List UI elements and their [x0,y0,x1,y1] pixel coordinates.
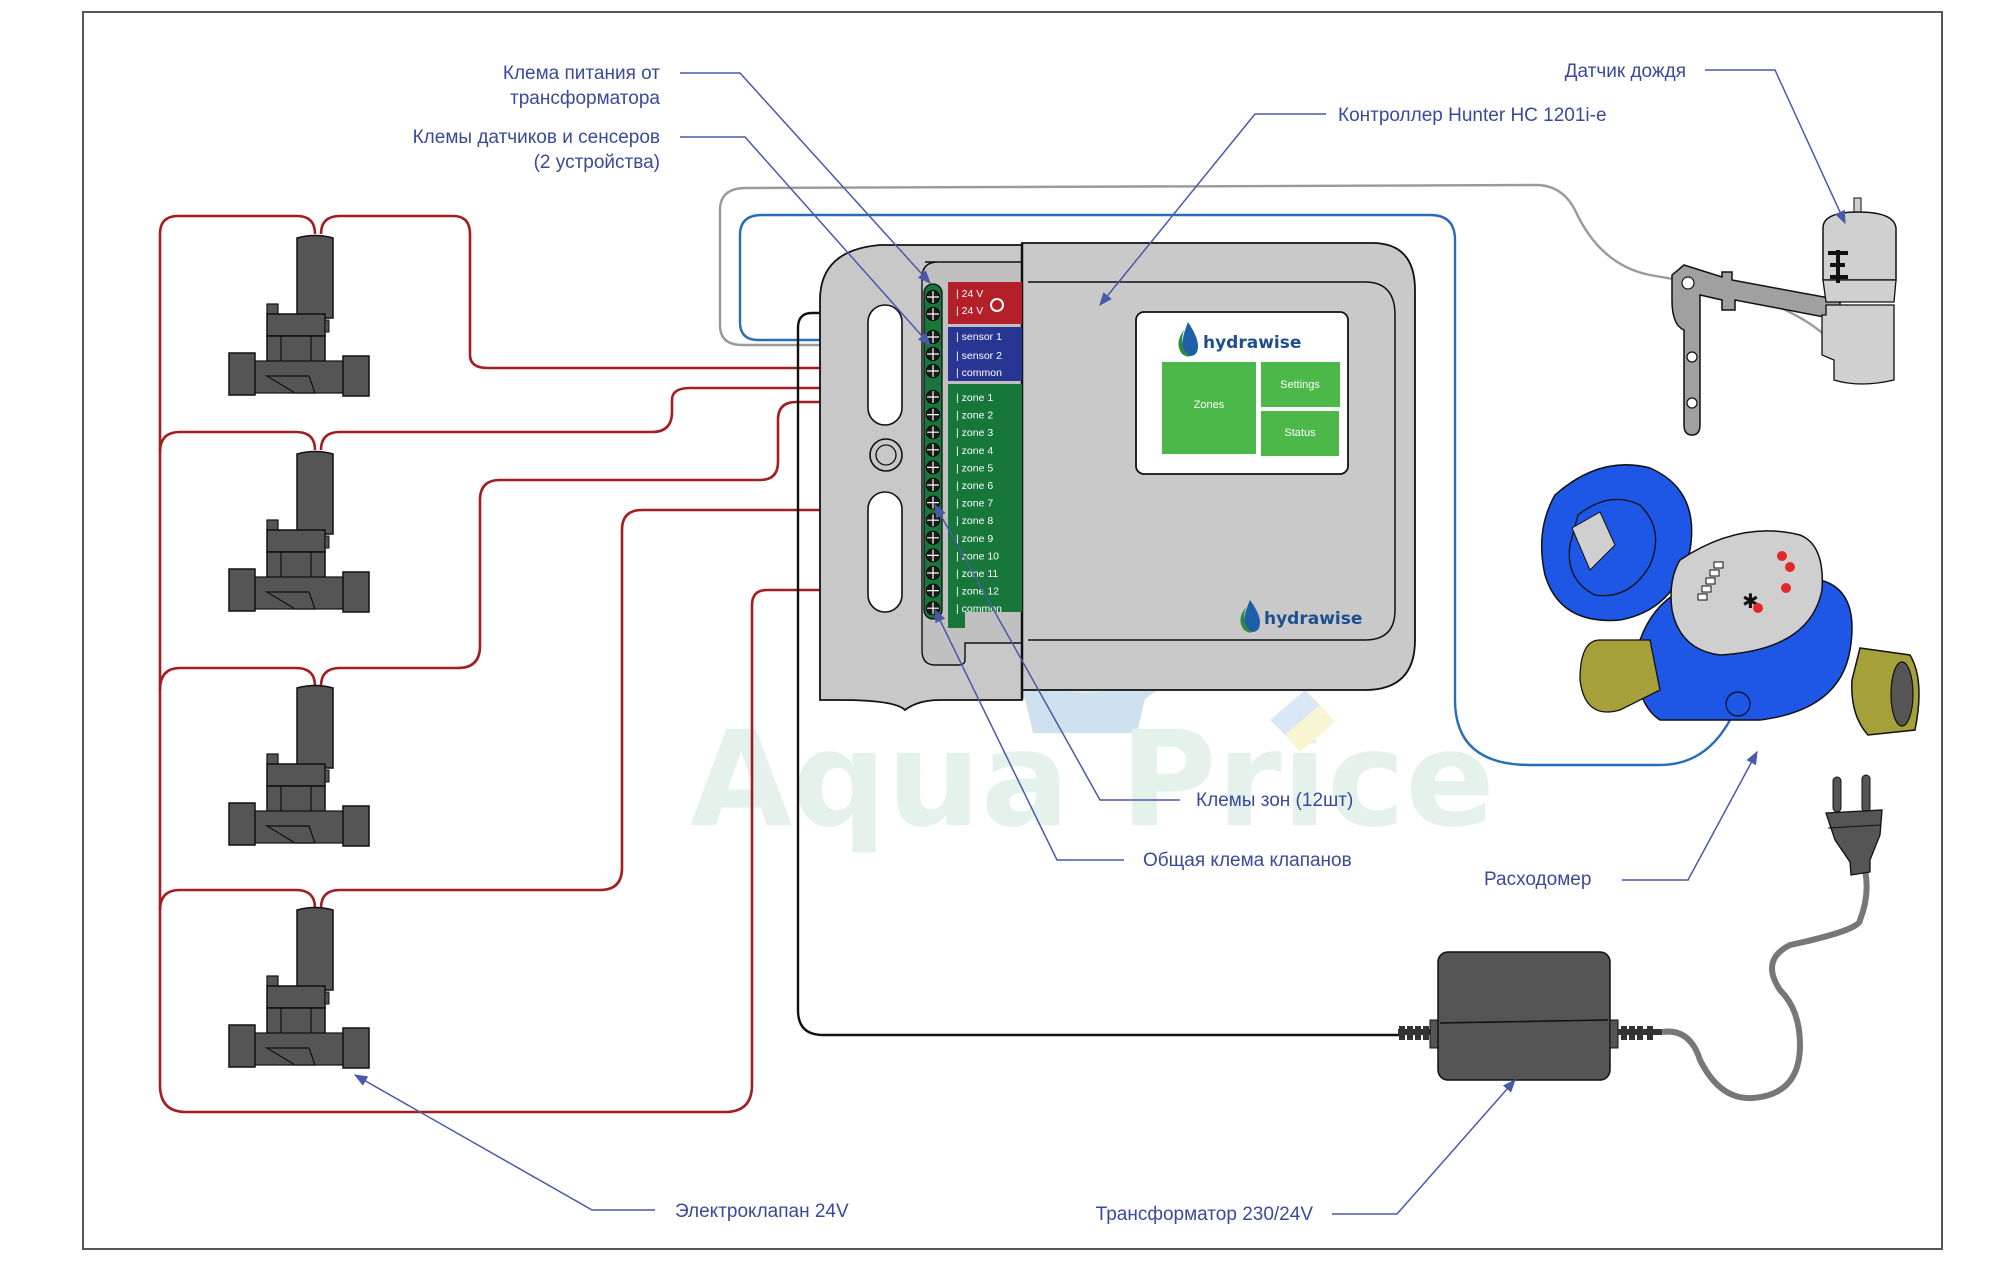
terminal-zone-3: | zone 3 [956,427,993,439]
svg-text:Датчик дождя: Датчик дождя [1565,61,1686,82]
callout-sensor-terminals: Клемы датчиков и сенсеров (2 устройства) [413,127,931,347]
terminal-screw-icon[interactable] [926,566,940,580]
terminal-screw-icon[interactable] [926,425,940,440]
terminal-zone-5: | zone 5 [956,462,993,474]
callouts: Клема питания от трансформатора Клемы да… [353,61,1846,1225]
svg-text:hydrawise: hydrawise [1264,609,1362,629]
terminal-screw-icon[interactable] [926,583,940,598]
callout-solenoid-valve: Электроклапан 24V [353,1074,849,1222]
zone-terminal-block [948,384,1022,628]
terminal-zone-4: | zone 4 [956,445,993,457]
watermark-flag-icon [1270,690,1335,752]
flow-meter-digits [1697,561,1724,601]
terminal-screw-icon[interactable] [926,407,940,422]
knockout-slot-upper [867,304,903,426]
terminal-sensor-1: | sensor 1 [956,331,1002,343]
svg-text:трансформатора: трансформатора [510,88,660,109]
diagram-frame [82,11,1943,1250]
callout-transformer: Трансформатор 230/24V [1096,1078,1516,1225]
hydrawise-logo-bottom: hydrawise [1240,600,1362,633]
terminal-24v-2: | 24 V [956,305,983,317]
svg-text:Расходомер: Расходомер [1484,869,1591,890]
terminal-screw-icon[interactable] [926,442,940,457]
svg-text:hydrawise: hydrawise [1203,333,1301,353]
terminal-screw-icon[interactable] [926,364,940,378]
svg-text:Клема питания от: Клема питания от [503,63,660,84]
terminal-sensor-2: | sensor 2 [956,350,1002,362]
solenoid-valve-1[interactable] [228,234,370,397]
transformer[interactable] [1398,869,1870,1102]
svg-text:Settings: Settings [1280,379,1320,391]
terminal-screw-icon[interactable] [926,307,940,321]
flow-meter-wire [738,213,1737,767]
solenoid-valve-3[interactable] [228,684,370,847]
power-led-icon [990,298,1004,312]
svg-text:Клемы датчиков и сенсеров: Клемы датчиков и сенсеров [413,127,660,148]
svg-text:Контроллер Hunter HC 1201i-e: Контроллер Hunter HC 1201i-e [1338,105,1607,126]
solenoid-valves [228,234,370,1069]
terminal-zone-10: | zone 10 [956,550,999,562]
terminal-screw-icon[interactable] [926,478,940,492]
terminal-screws [926,290,940,616]
svg-text:Электроклапан 24V: Электроклапан 24V [675,1201,849,1222]
controller[interactable]: | 24 V | 24 V | sensor 1 | sensor 2 | co… [819,242,1416,712]
hydrawise-logo: hydrawise [1178,322,1301,357]
terminal-screw-icon[interactable] [926,495,940,510]
flow-meter[interactable]: ✱ [1540,464,1920,736]
rain-sensor-symbol-icon [1828,250,1848,283]
solenoid-valve-2[interactable] [228,450,370,613]
terminal-zone-11: | zone 11 [956,568,998,580]
callout-controller: Контроллер Hunter HC 1201i-e [1099,105,1607,307]
terminal-24v-1: | 24 V [956,288,983,300]
terminal-zone-6: | zone 6 [956,480,993,492]
terminal-screw-icon[interactable] [926,513,940,528]
terminal-screw-icon[interactable] [926,601,940,616]
terminal-zone-1: | zone 1 [956,392,993,404]
zones-button[interactable]: Zones [1162,362,1256,454]
svg-text:Общая клема клапанов: Общая клема клапанов [1143,850,1352,871]
terminal-sensor-common: | common [956,367,1002,379]
terminal-screw-icon[interactable] [926,548,940,563]
solenoid-valve-4[interactable] [228,906,370,1069]
watermark-aqua: Aqua [690,703,1070,857]
power-plug-icon [1825,774,1883,876]
terminal-screw-icon[interactable] [926,530,940,545]
terminal-zone-7: | zone 7 [956,498,993,510]
terminal-zone-8: | zone 8 [956,515,993,527]
terminal-screw-icon[interactable] [926,460,940,475]
terminal-zone-12: | zone 12 [956,586,999,598]
sensor-terminal-block [948,327,1022,381]
transformer-body [1437,951,1611,1081]
callout-common-terminal: Общая клема клапанов [934,608,1352,871]
status-button[interactable]: Status [1261,411,1339,456]
terminal-screw-icon[interactable] [926,330,940,344]
callout-flow-meter: Расходомер [1484,750,1758,890]
rain-sensor[interactable] [1671,197,1897,436]
callout-zone-terminals: Клемы зон (12шт) [934,503,1353,811]
settings-button[interactable]: Settings [1261,362,1340,407]
power-terminal-block [948,282,1022,324]
terminal-zone-2: | zone 2 [956,410,993,422]
svg-text:Status: Status [1284,427,1316,439]
terminal-zone-9: | zone 9 [956,533,993,545]
svg-text:Трансформатор 230/24V: Трансформатор 230/24V [1096,1204,1314,1225]
terminal-screw-icon[interactable] [926,347,940,361]
droplet-icon [1182,322,1198,356]
terminal-screw-icon[interactable] [926,290,940,304]
callout-rain-sensor: Датчик дождя [1565,61,1846,225]
terminal-zone-common: | common [956,603,1002,615]
svg-text:(2 устройства): (2 устройства) [534,152,660,173]
callout-power-terminal: Клема питания от трансформатора [503,63,931,285]
power-cord [1661,869,1870,1102]
svg-text:Zones: Zones [1194,399,1225,411]
knockout-hole [869,438,903,472]
svg-text:Клемы зон (12шт): Клемы зон (12шт) [1196,790,1353,811]
knockout-slot-lower [867,491,903,613]
common-wire [158,214,873,1114]
terminal-screw-icon[interactable] [926,390,940,404]
